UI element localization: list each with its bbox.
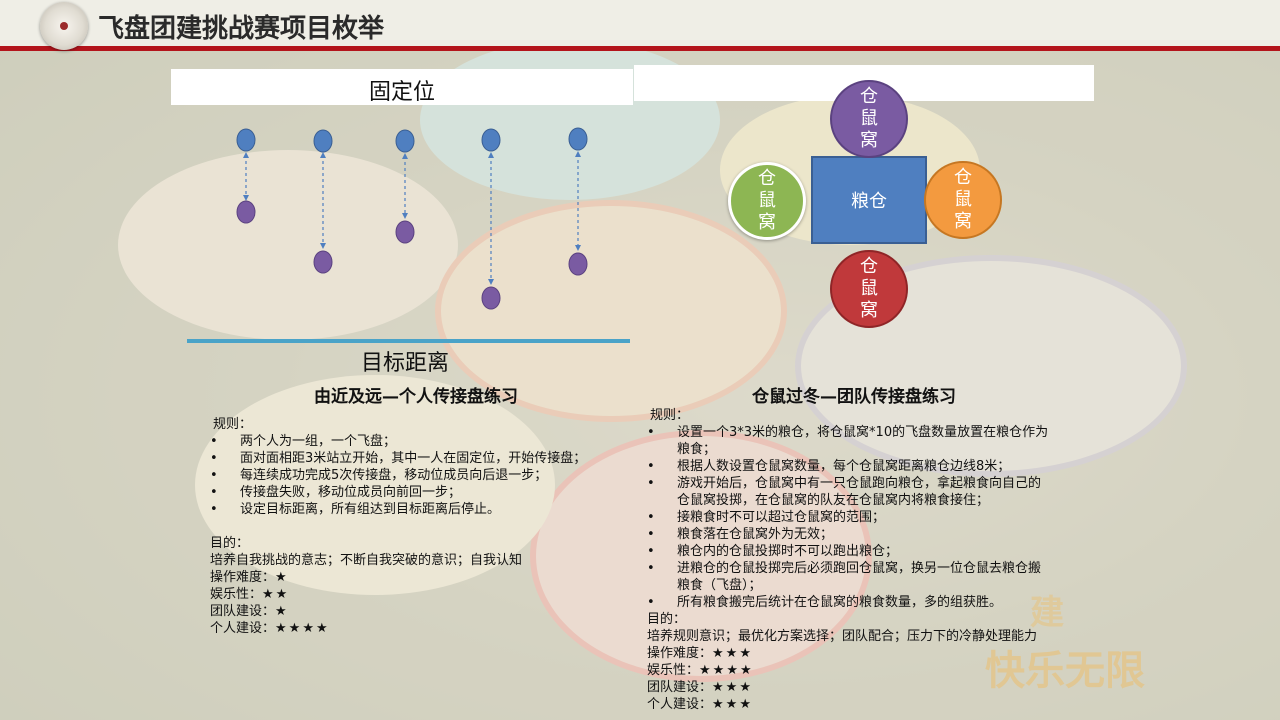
rule-item: 根据人数设置仓鼠窝数量，每个仓鼠窝距离粮仓边线8米；	[647, 458, 1087, 475]
nest-char: 鼠	[758, 190, 776, 211]
granary-box: 粮仓	[811, 156, 927, 244]
hamster-nest-left: 仓 鼠 窝	[728, 162, 806, 240]
star-rating: ★★★	[712, 646, 753, 661]
left-section-title: 由近及远—个人传接盘练习	[314, 387, 518, 407]
star-rating: ★	[275, 570, 289, 585]
disc-logo-icon	[40, 2, 88, 50]
rating-row: 娱乐性：★★★★	[647, 662, 1087, 679]
watermark-text: 快乐无限	[985, 648, 1145, 694]
page-title: 飞盘团建挑战赛项目枚举	[98, 14, 385, 44]
rule-line: 粮仓内的仓鼠投掷时不可以跑出粮仓；	[677, 544, 899, 559]
rating-label: 操作难度：	[647, 646, 713, 661]
hamster-nest-top: 仓 鼠 窝	[830, 80, 908, 158]
rating-label: 团队建设：	[647, 680, 713, 695]
target-distance-line	[187, 339, 630, 343]
rule-item: 粮食落在仓鼠窝外为无效；	[647, 526, 1087, 543]
rating-row: 团队建设：★★★	[647, 679, 1087, 696]
star-rating: ★	[275, 604, 289, 619]
header-underline	[0, 46, 1280, 51]
left-rules-block: 规则： 两个人为一组，一个飞盘； 面对面相距3米站立开始，其中一人在固定位，开始…	[210, 416, 630, 637]
rule-line: 接粮食时不可以超过仓鼠窝的范围；	[677, 510, 886, 525]
rule-line: 粮食落在仓鼠窝外为无效；	[677, 527, 834, 542]
purpose-heading: 目的：	[647, 612, 687, 627]
rule-item: 传接盘失败，移动位成员向前回一步；	[210, 484, 630, 501]
nest-char: 仓	[954, 167, 972, 188]
purpose-text: 培养自我挑战的意志；不断自我突破的意识；自我认知	[210, 553, 523, 568]
star-rating: ★★	[262, 587, 290, 602]
rule-line: 仓鼠窝投掷，在仓鼠窝的队友在仓鼠窝内将粮食接住；	[677, 493, 990, 508]
hamster-nest-bottom: 仓 鼠 窝	[830, 250, 908, 328]
rule-item: 游戏开始后，仓鼠窝中有一只仓鼠跑向粮仓，拿起粮食向自己的仓鼠窝投掷，在仓鼠窝的队…	[647, 475, 1087, 509]
nest-char: 仓	[758, 168, 776, 189]
rule-line: 所有粮食搬完后统计在仓鼠窝的粮食数量，多的组获胜。	[677, 595, 1003, 610]
target-distance-label: 目标距离	[360, 351, 449, 376]
rating-row: 团队建设：★	[210, 603, 630, 620]
rating-label: 娱乐性：	[210, 587, 263, 602]
rule-line: 粮食（飞盘）；	[677, 578, 762, 593]
star-rating: ★★★	[712, 697, 753, 712]
purpose-text: 培养规则意识；最优化方案选择；团队配合；压力下的冷静处理能力	[647, 629, 1038, 644]
rules-heading: 规则：	[650, 408, 690, 423]
rating-row: 娱乐性：★★	[210, 586, 630, 603]
nest-char: 鼠	[860, 108, 878, 129]
rule-item: 设定目标距离，所有组达到目标距离后停止。	[210, 501, 630, 518]
rating-row: 操作难度：★	[210, 569, 630, 586]
watermark-char: 建	[1030, 593, 1064, 633]
rating-label: 娱乐性：	[647, 663, 700, 678]
rating-label: 个人建设：	[210, 621, 276, 636]
nest-char: 仓	[860, 256, 878, 277]
rating-row: 个人建设：★★★★	[210, 620, 630, 637]
rule-item: 每连续成功完成5次传接盘，移动位成员向后退一步；	[210, 467, 630, 484]
rating-label: 团队建设：	[210, 604, 276, 619]
rating-row: 操作难度：★★★	[647, 645, 1087, 662]
nest-char: 窝	[860, 300, 878, 321]
rule-item: 粮仓内的仓鼠投掷时不可以跑出粮仓；	[647, 543, 1087, 560]
nest-char: 鼠	[860, 278, 878, 299]
rules-heading: 规则：	[213, 417, 253, 432]
star-rating: ★★★★	[699, 663, 754, 678]
rule-line: 游戏开始后，仓鼠窝中有一只仓鼠跑向粮仓，拿起粮食向自己的	[677, 476, 1042, 491]
nest-char: 鼠	[954, 189, 972, 210]
fixed-position-label: 固定位	[368, 80, 435, 105]
rule-line: 粮食；	[677, 442, 717, 457]
rule-item: 接粮食时不可以超过仓鼠窝的范围；	[647, 509, 1087, 526]
logo-center-dot	[60, 22, 68, 30]
rule-item: 面对面相距3米站立开始，其中一人在固定位，开始传接盘；	[210, 450, 630, 467]
star-rating: ★★★	[712, 680, 753, 695]
rule-item: 两个人为一组，一个飞盘；	[210, 433, 630, 450]
rating-label: 个人建设：	[647, 697, 713, 712]
nest-char: 窝	[954, 211, 972, 232]
star-rating: ★★★★	[275, 621, 330, 636]
rule-line: 根据人数设置仓鼠窝数量，每个仓鼠窝距离粮仓边线8米；	[677, 459, 1011, 474]
right-section-title: 仓鼠过冬—团队传接盘练习	[752, 387, 956, 407]
purpose-heading: 目的：	[210, 536, 250, 551]
nest-char: 窝	[860, 130, 878, 151]
nest-char: 仓	[860, 86, 878, 107]
rating-row: 个人建设：★★★	[647, 696, 1087, 713]
header-bar	[0, 0, 1280, 48]
rule-item: 所有粮食搬完后统计在仓鼠窝的粮食数量，多的组获胜。	[647, 594, 1087, 611]
rule-line: 设置一个3*3米的粮仓，将仓鼠窝*10的飞盘数量放置在粮仓作为	[677, 425, 1049, 440]
hamster-nest-right: 仓 鼠 窝	[924, 161, 1002, 239]
rule-line: 进粮仓的仓鼠投掷完后必须跑回仓鼠窝，换另一位仓鼠去粮仓搬	[677, 561, 1042, 576]
fixed-position-banner	[171, 69, 633, 105]
rating-label: 操作难度：	[210, 570, 276, 585]
nest-char: 窝	[758, 212, 776, 233]
